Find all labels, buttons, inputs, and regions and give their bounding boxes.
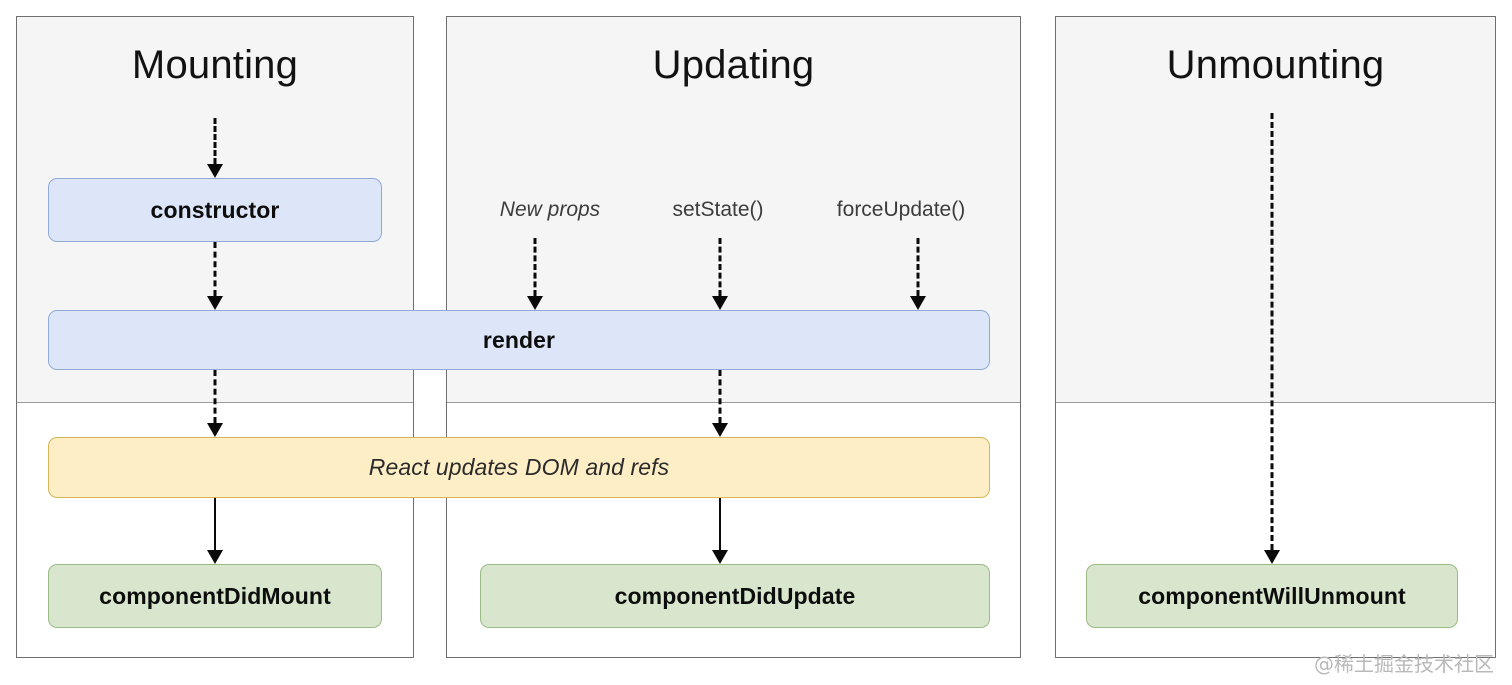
node-react-updates-dom-and-refs-label: React updates DOM and refs: [368, 454, 670, 480]
node-react-updates-dom-and-refs[interactable]: React updates DOM and refs: [48, 437, 990, 498]
edge-mounting-to-constructor: [205, 118, 225, 178]
edge-render-to-reactupdates-mounting: [205, 370, 225, 437]
node-componentdidmount[interactable]: componentDidMount: [48, 564, 382, 628]
panel-unmounting-header: [1056, 17, 1495, 403]
node-componentdidupdate[interactable]: componentDidUpdate: [480, 564, 990, 628]
node-componentwillunmount-label: componentWillUnmount: [1138, 582, 1406, 609]
node-componentwillunmount[interactable]: componentWillUnmount: [1086, 564, 1458, 628]
edge-constructor-to-render: [205, 242, 225, 310]
node-componentdidmount-label: componentDidMount: [99, 582, 331, 609]
edge-setstate-to-render: [710, 238, 730, 310]
node-render-label: render: [482, 326, 556, 353]
trigger-new-props: New props: [499, 198, 601, 221]
node-componentdidupdate-label: componentDidUpdate: [614, 582, 856, 609]
edge-reactupdates-to-componentdidmount: [205, 498, 225, 564]
node-constructor[interactable]: constructor: [48, 178, 382, 242]
node-constructor-label: constructor: [150, 196, 280, 223]
panel-updating-title: Updating: [652, 43, 815, 87]
edge-render-to-reactupdates-updating: [710, 370, 730, 437]
node-render[interactable]: render: [48, 310, 990, 370]
edge-reactupdates-to-componentdidupdate: [710, 498, 730, 564]
edge-newprops-to-render: [525, 238, 545, 310]
trigger-forceupdate: forceUpdate(): [836, 198, 966, 221]
panel-mounting-title: Mounting: [131, 43, 299, 87]
edge-unmounting-to-componentwillunmount: [1262, 113, 1282, 564]
panel-unmounting-title: Unmounting: [1166, 43, 1385, 87]
trigger-setstate: setState(): [672, 198, 764, 221]
watermark: @稀土掘金技术社区: [1314, 652, 1494, 676]
edge-forceupdate-to-render: [908, 238, 928, 310]
